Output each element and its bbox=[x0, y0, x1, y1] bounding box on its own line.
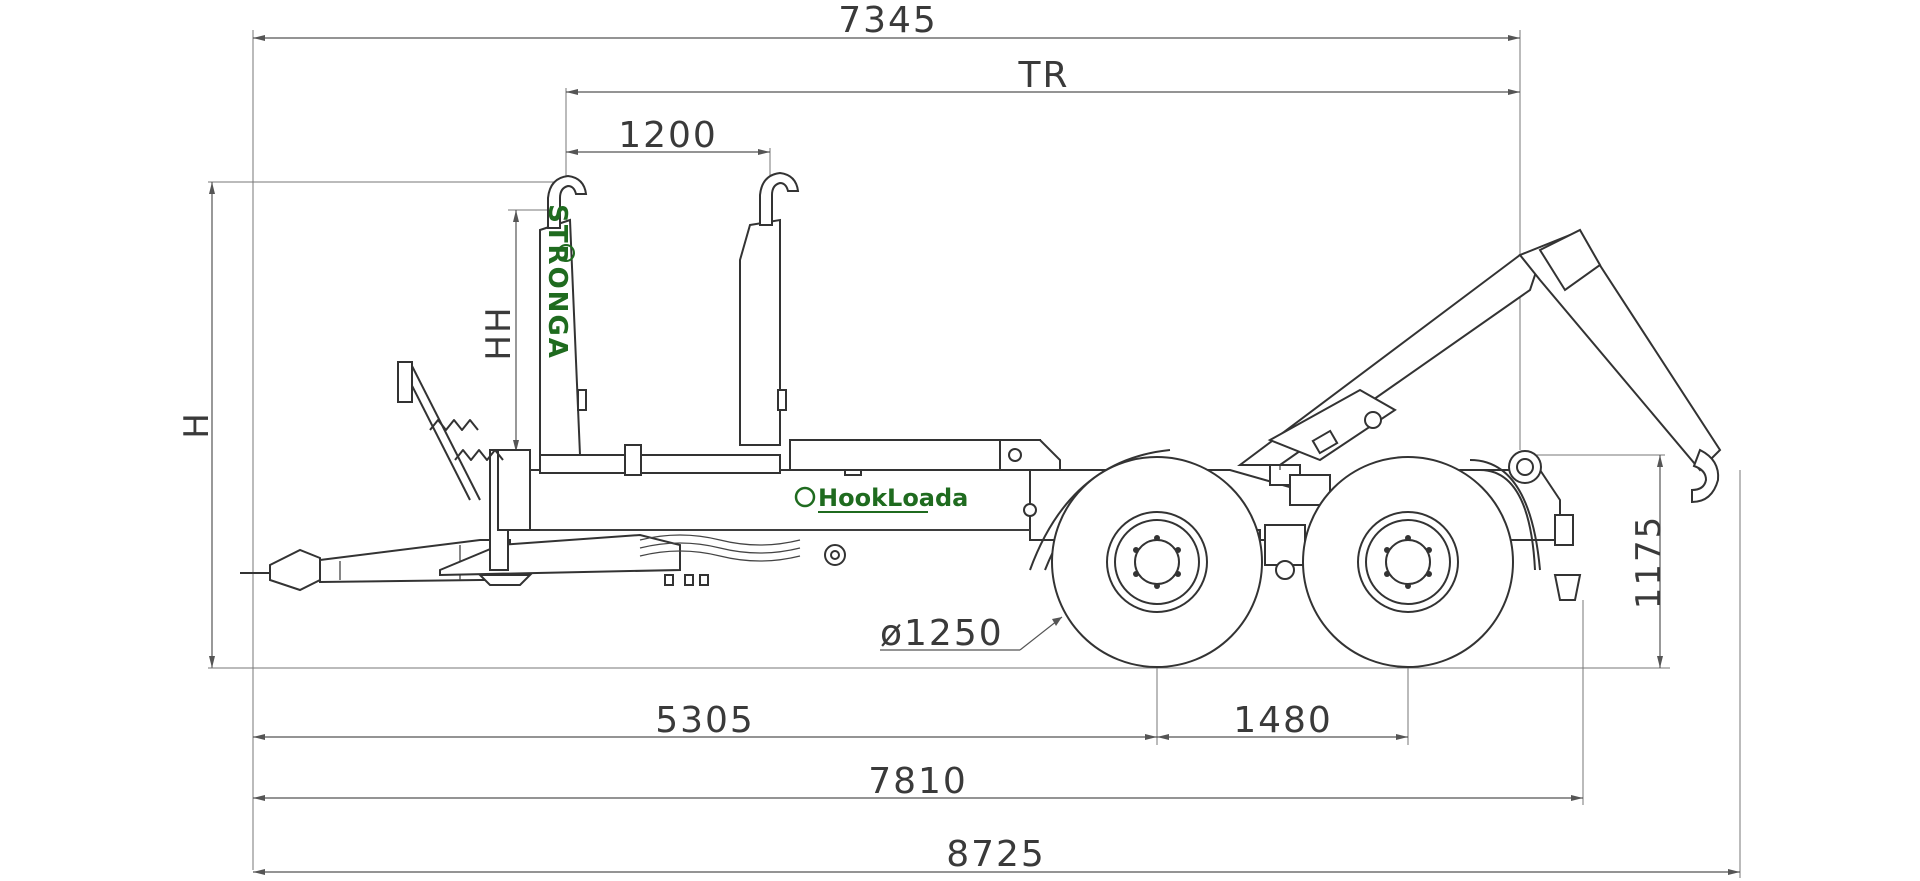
dim-label-wheel-diameter: ø1250 bbox=[880, 613, 1004, 654]
stronga-text: STRONGA bbox=[542, 204, 572, 360]
dim-h: H bbox=[177, 181, 560, 668]
dim-hh: HH bbox=[479, 209, 560, 452]
rear-hook-post bbox=[739, 171, 800, 446]
dim-1175: 1175 bbox=[1200, 454, 1670, 669]
hookloada-logo: HookLoada bbox=[794, 484, 968, 513]
hook-arm bbox=[1237, 228, 1722, 504]
dim-label-hh: HH bbox=[479, 305, 519, 360]
suspension bbox=[639, 534, 846, 586]
dim-label-7810: 7810 bbox=[868, 761, 968, 802]
dim-label-7345: 7345 bbox=[838, 0, 938, 41]
dim-label-tr: TR bbox=[1017, 55, 1069, 96]
dim-label-h: H bbox=[177, 411, 217, 439]
rear-pivot bbox=[1508, 450, 1582, 601]
front-hook-post bbox=[539, 174, 588, 456]
rear-wheel bbox=[1302, 456, 1514, 668]
dim-label-1175: 1175 bbox=[1629, 515, 1669, 610]
front-wheel bbox=[1051, 456, 1263, 668]
dim-label-8725: 8725 bbox=[946, 834, 1046, 875]
dim-7810: 7810 bbox=[253, 600, 1584, 805]
stronga-logo: STRONGA bbox=[542, 204, 575, 360]
hookloada-text: HookLoada bbox=[818, 484, 968, 512]
dim-label-5305: 5305 bbox=[655, 700, 755, 741]
dim-label-1200: 1200 bbox=[618, 115, 718, 156]
dim-1200: 1200 bbox=[566, 115, 771, 182]
support-leg bbox=[397, 361, 533, 586]
dim-7345: 7345 bbox=[252, 0, 1521, 870]
dim-8725: 8725 bbox=[253, 470, 1741, 878]
dim-label-1480: 1480 bbox=[1233, 700, 1333, 741]
drawbar bbox=[240, 533, 681, 592]
dim-5305-1480: 5305 1480 bbox=[253, 540, 1409, 745]
dim-wheel-diameter: ø1250 bbox=[880, 613, 1063, 654]
dim-tr: TR bbox=[565, 55, 1520, 182]
